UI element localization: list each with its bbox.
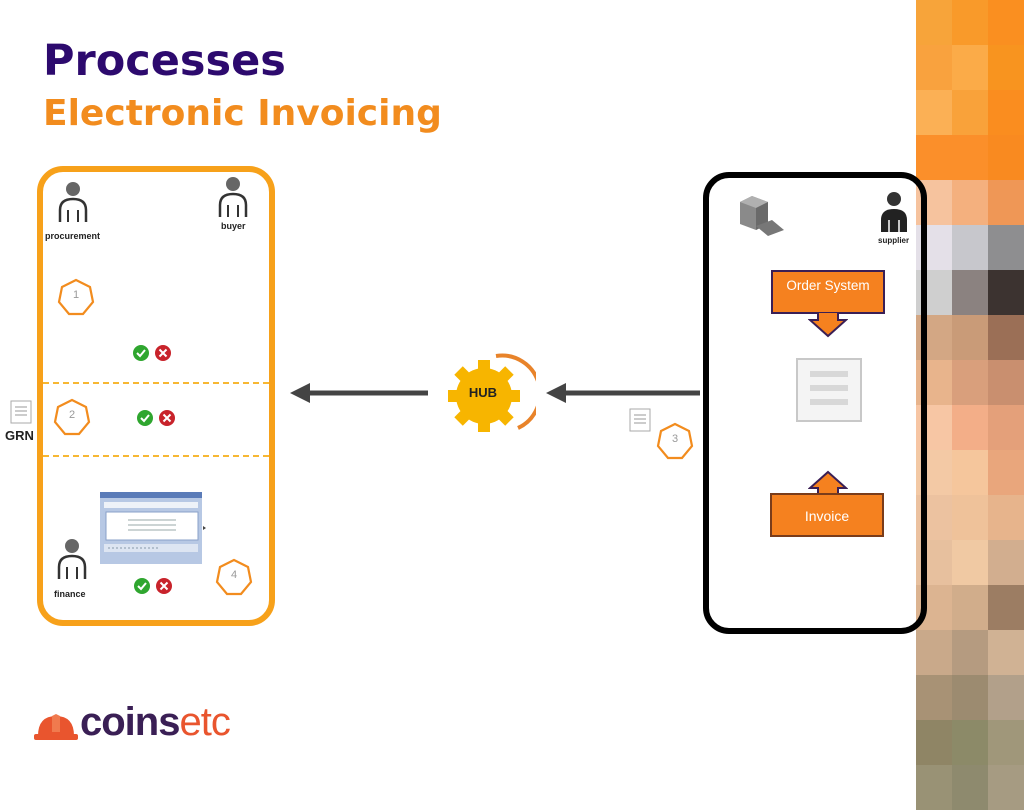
computer-icon [740, 196, 784, 236]
order-system-box: Order System [771, 270, 885, 314]
buyer-lane [37, 166, 275, 626]
supplier-lane [703, 172, 927, 634]
decorative-pixel-strip [916, 0, 1024, 810]
approve-reject-icons [133, 345, 171, 361]
step-badge-1: 1 [57, 278, 95, 316]
arrow-to-buyer [290, 383, 428, 403]
step-badge-4: 4 [215, 558, 253, 596]
approve-reject-icons [137, 410, 175, 426]
step-badge-3: 3 [656, 422, 694, 460]
invoice-up-arrow [808, 470, 848, 496]
supplier-label: supplier [878, 236, 910, 245]
hard-hat-icon [34, 714, 78, 740]
slide-title: Processes [43, 36, 286, 86]
lane-divider [43, 382, 269, 384]
supplier-person-icon [881, 192, 907, 232]
approve-reject-icons [134, 578, 172, 594]
invoice-document-icon [629, 408, 651, 432]
slide-subtitle: Electronic Invoicing [43, 93, 442, 134]
order-system-down-arrow [808, 312, 848, 338]
step-badge-2: 2 [53, 398, 91, 436]
buyer-person-icon [218, 177, 248, 217]
invoice-box: Invoice [770, 493, 884, 537]
buyer-label: buyer [221, 221, 246, 231]
procurement-label: procurement [45, 231, 101, 241]
finance-person-icon [57, 539, 87, 579]
lane-divider [43, 455, 269, 457]
coinsetc-logo: coinsetc [34, 700, 264, 746]
hub-label: HUB [468, 385, 498, 400]
order-system-label: Order System [786, 278, 870, 293]
invoice-screen-thumbnail [100, 492, 206, 564]
grn-label: GRN [5, 428, 34, 443]
order-document-icon [796, 358, 862, 422]
grn-document-icon [10, 400, 32, 424]
procurement-person-icon [58, 182, 88, 222]
hub-gear-icon [448, 353, 536, 432]
arrow-to-hub [546, 383, 700, 403]
invoice-label: Invoice [804, 508, 850, 524]
finance-label: finance [54, 589, 86, 599]
